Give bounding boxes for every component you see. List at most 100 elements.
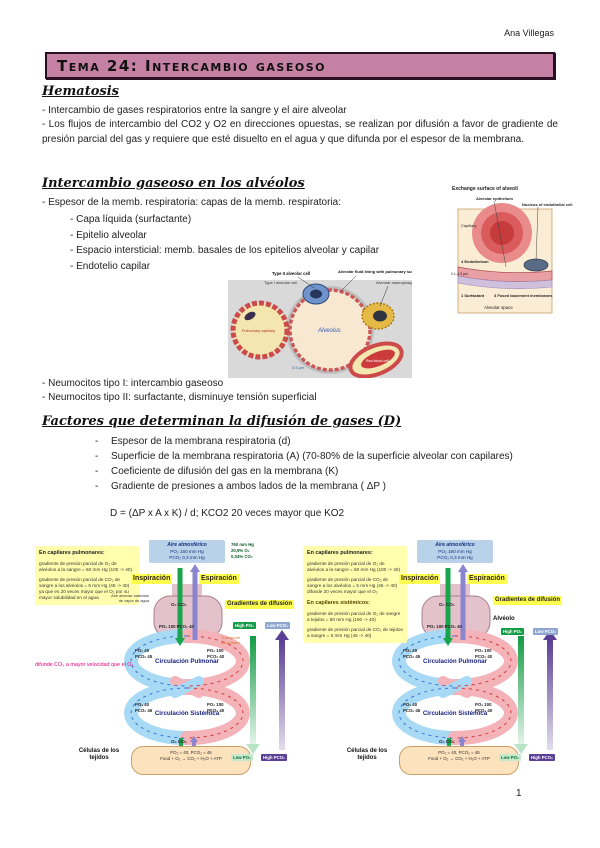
neumocitos-tipo1: - Neumocitos tipo I: intercambio gaseoso	[42, 378, 224, 389]
label-gradientes-difusion: Gradientes de difusión	[493, 596, 563, 605]
pulmonary-arterial-pressures: PO₂ 100 PCO₂ 40	[207, 648, 224, 660]
heading-factores: Factores que determinan la difusión de g…	[42, 414, 402, 429]
list-item: -Espesor de la membrana respiratoria (d)	[95, 434, 565, 449]
label-capillary: Capillary	[461, 223, 477, 228]
label-alveolar-epithelium: Alveolar epithelium	[476, 196, 513, 201]
label-gradientes-difusion: Gradientes de difusión	[225, 600, 295, 609]
label-scale: 0.1–1.5 µm	[451, 272, 468, 276]
factor-text: Superficie de la membrana respiratoria (…	[111, 451, 513, 462]
label-circulacion-sistemica: Circulación Sistémica	[422, 710, 488, 717]
alveolar-air-note: Aire alveolar saturado de vapor de agua	[111, 593, 149, 603]
note-box-capillaries: En capilares pulmonares: gradiente de pr…	[303, 546, 407, 644]
pressure-line: PO₂ 40	[135, 648, 150, 653]
cells-pressures: PO₂ = 40, PCO₂ = 46	[170, 750, 212, 755]
label-nucleus-endothelial: Nucleus of endothelial cell	[522, 202, 572, 207]
label-inspiracion: Inspiración	[399, 574, 441, 585]
atmospheric-air-box: Aire atmosférico PO₂ 160 mm Hg PCO₂ 0,3 …	[149, 540, 225, 563]
alveolus-gases: O₂ CO₂	[171, 602, 187, 607]
diagram-circulation-left: En capilares pulmonares: gradiente de pr…	[35, 540, 303, 775]
list-item: - Superficie de la membrana respiratoria …	[95, 449, 565, 464]
circulation-drawing	[392, 564, 557, 756]
badge-high-pco2: High PCO₂	[529, 754, 555, 761]
heading-alveolos: Intercambio gaseoso en los alvéolos	[42, 176, 305, 191]
pressure-line: PO₂ 40	[135, 702, 150, 707]
alveolus-pressures: PO₂ 100 PCO₂ 40	[427, 624, 462, 629]
flow-hint-red	[454, 687, 512, 739]
pressure-line: PO₂ 40	[403, 648, 418, 653]
exchange-surface-illustration: Exchange surface of alveoli Alveolar epi…	[451, 186, 572, 314]
hematosis-line2: - Los flujos de intercambio del CO2 y O2…	[42, 119, 558, 145]
label-scale: 0.5 µm	[292, 365, 305, 370]
atmos-side-line: 20,9% O₂	[231, 548, 250, 554]
pulmonary-venous-pressures: PO₂ 40 PCO₂ 45	[403, 648, 420, 660]
neumocitos-tipo2: - Neumocitos tipo II: surfactante, dismi…	[42, 392, 317, 403]
figure-exchange-surface: Exchange surface of alveoli Alveolar epi…	[450, 183, 578, 330]
pco2-gradient-arrowhead	[275, 630, 289, 640]
note-paragraph: gradiente de presión parcial de O₂ de sa…	[307, 611, 401, 623]
pressure-line: PCO₂ 45	[403, 653, 421, 659]
pco2-gradient-arrowhead	[543, 630, 557, 640]
label-circulacion-pulmonar: Circulación Pulmonar	[155, 658, 219, 665]
label-type1-cell: Type I alveolar cell	[264, 280, 297, 285]
atmospheric-composition: 760 mm Hg 20,9% O₂ 0,04% CO₂	[231, 542, 254, 560]
label-alveolar-fluid: Alveolar fluid lining with pulmonary sur…	[338, 269, 412, 274]
co2-from-cells-arrowhead	[190, 736, 198, 742]
atmospheric-air-box: Aire atmosférico PO₂ 160 mm Hg PCO₂ 0,3 …	[417, 540, 493, 563]
pressure-line: PO₂ 40	[403, 702, 418, 707]
basement-membrane-band	[457, 275, 553, 289]
pressure-line: PO₂ 100	[475, 702, 492, 707]
atmos-side-line: 760 mm Hg	[231, 542, 254, 547]
cells-pressures: PO₂ = 40, PCO₂ = 46	[438, 750, 480, 755]
pulmonary-venous-pressures: PO₂ 40 PCO₂ 45	[135, 648, 152, 660]
bullet-dash: -	[95, 451, 99, 462]
list-item: -Coeficiente de difusión del gas en la m…	[95, 464, 565, 479]
pco2-gradient-arrow	[547, 640, 553, 750]
alveolus-wall	[288, 288, 372, 372]
flow-hint-blue	[130, 687, 188, 739]
list-item: -Gradiente de presiones a ambos lados de…	[95, 479, 565, 494]
list-item: - Capa líquida (surfactante)	[70, 214, 192, 225]
flow-hint-blue	[398, 635, 456, 687]
vessel-crossing	[170, 676, 204, 698]
expiration-arrowhead	[190, 564, 200, 572]
page-title: Tema 24: Intercambio gaseoso	[57, 56, 326, 75]
label-fused-membranes: 3 Fused basement membranes	[494, 293, 553, 298]
page-number: 1	[516, 788, 522, 799]
label-celulas-tejidos: Células de los tejidos	[346, 748, 388, 761]
pressure-line: PCO₂ 45	[135, 653, 153, 659]
atmos-title: Aire atmosférico	[435, 542, 475, 548]
systemic-venous-pressures: PO₂ 40 PCO₂ 46	[403, 702, 420, 714]
note-paragraph: gradiente de presión parcial de CO₂ de t…	[307, 627, 403, 639]
alveolus-gases: O₂ CO₂	[439, 602, 455, 607]
flow-hint-red	[186, 635, 244, 687]
pressure-line: PCO₂ 40	[475, 707, 493, 713]
macrophage-nucleus	[373, 310, 387, 322]
note-box-pulmonary: En capilares pulmonares: gradiente de pr…	[35, 546, 139, 606]
title-banner: Tema 24: Intercambio gaseoso	[45, 52, 555, 79]
leader-line	[339, 275, 357, 293]
label-alveolo: Alvéolo	[493, 616, 515, 622]
figure-alveolus: Type II alveolar cell Alveolar fluid lin…	[228, 268, 412, 378]
note-title-sistemicos: En capilares sistémicos:	[307, 600, 370, 607]
label-circulacion-sistemica: Circulación Sistémica	[154, 710, 220, 717]
label-endothelium: 4 Endothelium	[461, 259, 489, 264]
badge-high-po2: High PO₂	[501, 628, 524, 635]
list-item: - Espacio intersticial: memb. basales de…	[70, 245, 380, 256]
badge-low-pco2: Low PCO₂	[533, 628, 559, 635]
tissue-gases: O₂ CO₂	[439, 739, 455, 744]
bullet-dash: -	[95, 466, 99, 477]
label-alveolar-space: Alveolar space	[484, 305, 513, 310]
cells-reaction: Food + O₂ → CO₂ + H₂O + ATP	[160, 756, 222, 762]
po2-gradient-arrowhead	[514, 744, 528, 754]
label-espiracion: Espiración	[199, 574, 239, 585]
hematosis-line1: - Intercambio de gases respiratorios ent…	[42, 105, 347, 116]
pressure-line: PO₂ 100	[475, 648, 492, 653]
po2-gradient-arrow	[250, 636, 256, 744]
po2-gradient-arrow	[518, 636, 524, 744]
label-alveolus: Alveolus	[317, 328, 341, 334]
flow-hint-blue	[130, 635, 188, 687]
label-type2-cell: Type II alveolar cell	[272, 271, 310, 276]
red-blood-cell	[361, 349, 395, 369]
flow-hint-red	[186, 687, 244, 739]
note-paragraph: gradiente de presión parcial de CO₂ de s…	[307, 576, 398, 595]
